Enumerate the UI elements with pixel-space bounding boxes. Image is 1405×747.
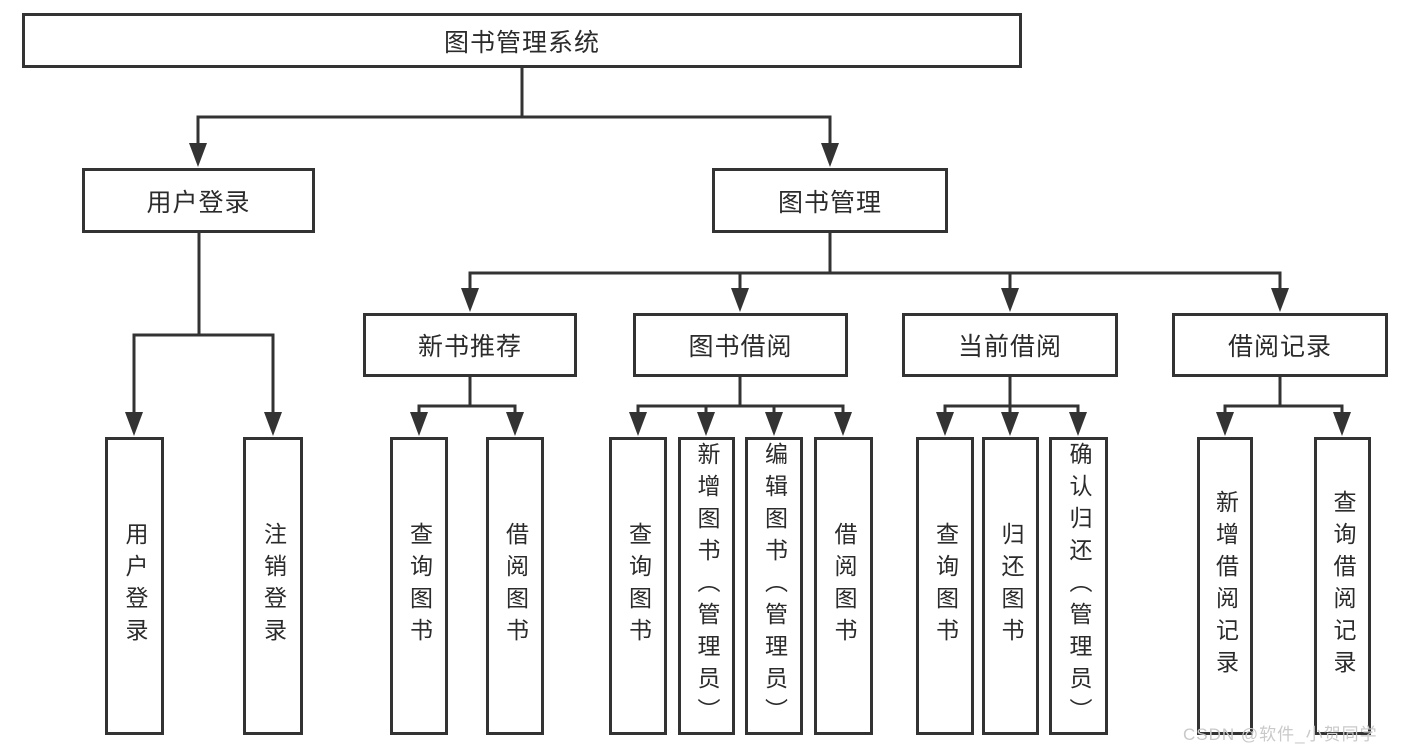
node-new-book-recommendation-label: 新书推荐 <box>417 333 522 361</box>
leaf-borrow-books-recommend: 借阅图书 <box>486 437 544 735</box>
arrowhead <box>461 288 479 312</box>
leaf-edit-books-admin-label: 编辑图书（管理员） <box>761 442 788 730</box>
leaf-confirm-return-admin: 确认归还（管理员） <box>1049 437 1108 735</box>
arrowhead <box>410 412 428 436</box>
node-book-management: 图书管理 <box>712 168 948 233</box>
leaf-query-books-current-label: 查询图书 <box>932 522 959 650</box>
node-borrowing-records: 借阅记录 <box>1172 313 1388 377</box>
leaf-query-books-borrowing-label: 查询图书 <box>625 522 652 650</box>
leaf-borrow-books-borrowing: 借阅图书 <box>814 437 873 735</box>
csdn-watermark: CSDN @软件_小贺同学 <box>1183 725 1378 744</box>
arrowhead <box>834 412 852 436</box>
node-new-book-recommendation: 新书推荐 <box>363 313 577 377</box>
leaf-add-borrow-record-label: 新增借阅记录 <box>1212 490 1239 682</box>
arrowhead <box>1001 412 1019 436</box>
node-root: 图书管理系统 <box>22 13 1022 68</box>
leaf-user-login: 用户登录 <box>105 437 164 735</box>
node-book-borrowing: 图书借阅 <box>633 313 848 377</box>
arrowhead <box>506 412 524 436</box>
leaf-borrow-books-borrowing-label: 借阅图书 <box>831 522 857 650</box>
edge-current-to-leaves <box>943 376 1080 414</box>
leaf-logout-label: 注销登录 <box>260 522 287 650</box>
leaf-query-books-current: 查询图书 <box>916 437 974 735</box>
node-user-login: 用户登录 <box>82 168 315 233</box>
edge-borrowing-to-leaves <box>636 376 845 414</box>
arrowhead <box>189 143 207 167</box>
edge-root-to-level2 <box>196 68 832 147</box>
leaf-query-borrow-record-label: 查询借阅记录 <box>1330 490 1356 682</box>
leaf-user-login-label: 用户登录 <box>122 522 148 650</box>
node-current-borrowing: 当前借阅 <box>902 313 1118 377</box>
edge-newbooks-to-leaves <box>417 376 517 414</box>
arrowhead <box>821 143 839 167</box>
arrowhead <box>1001 288 1019 312</box>
leaf-add-borrow-record: 新增借阅记录 <box>1197 437 1253 735</box>
arrowhead <box>697 412 715 436</box>
leaf-borrow-books-recommend-label: 借阅图书 <box>502 522 529 650</box>
edge-bookmgmt-to-level3 <box>468 232 1282 290</box>
arrowhead <box>264 412 282 436</box>
leaf-add-books-admin: 新增图书（管理员） <box>678 437 735 735</box>
arrowhead <box>765 412 783 436</box>
node-borrowing-records-label: 借阅记录 <box>1227 333 1332 361</box>
arrowhead <box>1333 412 1351 436</box>
edge-userlogin-to-leaves <box>132 232 275 414</box>
arrowhead <box>1271 288 1289 312</box>
leaf-confirm-return-admin-label: 确认归还（管理员） <box>1066 442 1092 730</box>
node-current-borrowing-label: 当前借阅 <box>957 333 1062 361</box>
leaf-query-books-borrowing: 查询图书 <box>609 437 667 735</box>
node-user-login-label: 用户登录 <box>146 188 251 217</box>
edge-records-to-leaves <box>1223 376 1344 414</box>
leaf-query-books-recommend: 查询图书 <box>390 437 448 735</box>
leaf-query-borrow-record: 查询借阅记录 <box>1314 437 1371 735</box>
arrowhead <box>1216 412 1234 436</box>
leaf-query-books-recommend-label: 查询图书 <box>406 522 433 650</box>
leaf-add-books-admin-label: 新增图书（管理员） <box>694 442 720 730</box>
leaf-edit-books-admin: 编辑图书（管理员） <box>745 437 803 735</box>
node-book-borrowing-label: 图书借阅 <box>688 333 793 361</box>
arrowhead <box>936 412 954 436</box>
node-book-management-label: 图书管理 <box>777 188 882 217</box>
arrowhead <box>125 412 143 436</box>
arrowhead <box>731 288 749 312</box>
node-root-label: 图书管理系统 <box>443 28 600 57</box>
leaf-return-books-label: 归还图书 <box>998 522 1024 650</box>
arrowhead <box>629 412 647 436</box>
arrowhead <box>1069 412 1087 436</box>
leaf-return-books: 归还图书 <box>982 437 1039 735</box>
leaf-logout: 注销登录 <box>243 437 303 735</box>
